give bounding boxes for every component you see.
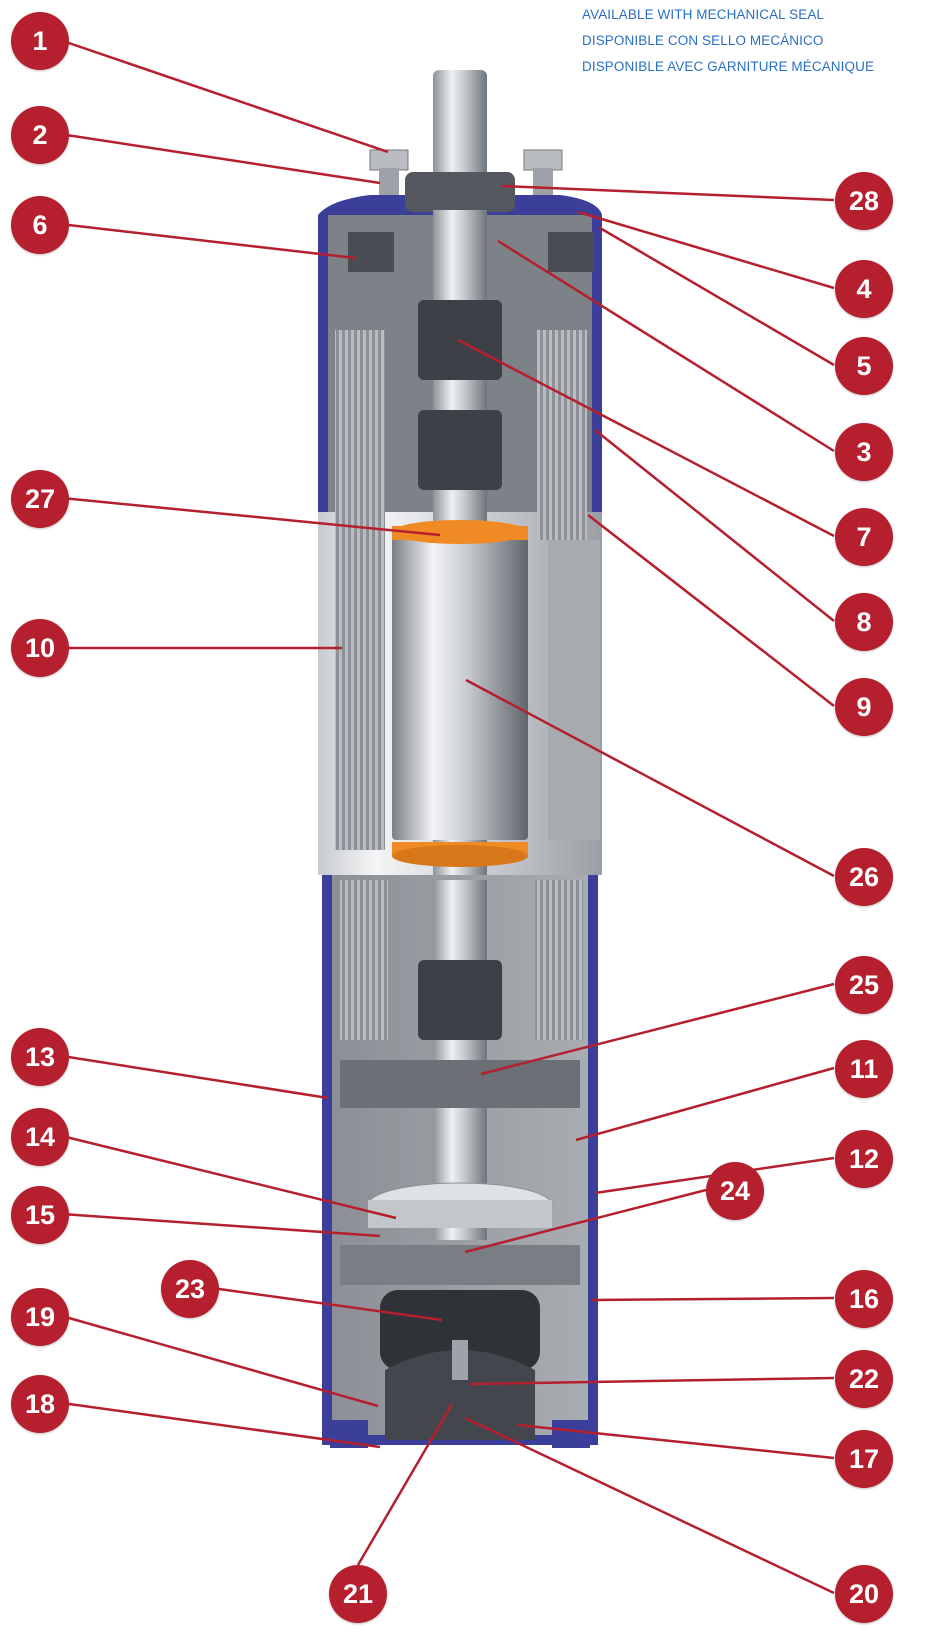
leader-line-4 xyxy=(577,210,835,290)
leader-line-11 xyxy=(575,1066,835,1142)
bolt-left-head xyxy=(369,149,409,171)
callout-badge-8: 8 xyxy=(835,593,893,651)
leader-line-1 xyxy=(59,38,389,154)
callout-badge-11: 11 xyxy=(835,1040,893,1098)
winding-right-upper xyxy=(537,330,587,540)
diaphragm-cover xyxy=(385,1350,535,1440)
callout-badge-15: 15 xyxy=(11,1186,69,1244)
upper-o-ring-seat-right xyxy=(548,232,594,272)
callout-badge-27: 27 xyxy=(11,470,69,528)
leader-lines xyxy=(59,38,835,1595)
thrust-disc-edge xyxy=(368,1200,552,1228)
callout-badge-24: 24 xyxy=(706,1162,764,1220)
leader-line-18 xyxy=(61,1401,381,1449)
note-line-english: AVAILABLE WITH MECHANICAL SEAL xyxy=(582,7,825,22)
leader-line-26 xyxy=(465,678,835,878)
callout-badge-2: 2 xyxy=(11,106,69,164)
leader-line-28 xyxy=(501,184,835,202)
callout-badge-7: 7 xyxy=(835,508,893,566)
leader-line-21 xyxy=(356,1403,454,1566)
bearing-carrier xyxy=(340,1060,580,1108)
callout-badge-13: 13 xyxy=(11,1028,69,1086)
leader-line-15 xyxy=(61,1212,381,1238)
note-line-spanish: DISPONIBLE CON SELLO MECÁNICO xyxy=(582,33,824,48)
leader-line-6 xyxy=(59,222,356,260)
callout-badge-21: 21 xyxy=(329,1565,387,1623)
leader-line-13 xyxy=(61,1054,329,1100)
leader-line-3 xyxy=(497,239,835,453)
callout-badge-10: 10 xyxy=(11,619,69,677)
leader-line-16 xyxy=(591,1296,835,1302)
callout-badge-22: 22 xyxy=(835,1350,893,1408)
bolt-right-head xyxy=(523,149,563,171)
leader-line-23 xyxy=(211,1286,443,1322)
upper-bushing xyxy=(418,410,502,490)
leader-line-8 xyxy=(594,429,835,622)
callout-badge-5: 5 xyxy=(835,337,893,395)
callout-badge-17: 17 xyxy=(835,1430,893,1488)
callout-badge-16: 16 xyxy=(835,1270,893,1328)
callout-badge-20: 20 xyxy=(835,1565,893,1623)
callout-badge-18: 18 xyxy=(11,1375,69,1433)
callout-badge-25: 25 xyxy=(835,956,893,1014)
leader-line-9 xyxy=(587,514,835,707)
rotor-ring-top-band xyxy=(392,526,528,540)
rotor-ring-bottom xyxy=(392,845,528,867)
winding-left xyxy=(335,330,385,850)
callout-badge-19: 19 xyxy=(11,1288,69,1346)
leader-line-25 xyxy=(480,982,835,1076)
callout-badge-4: 4 xyxy=(835,260,893,318)
leader-line-19 xyxy=(61,1314,379,1408)
callout-badge-3: 3 xyxy=(835,423,893,481)
callout-badge-6: 6 xyxy=(11,196,69,254)
leader-line-14 xyxy=(61,1134,397,1220)
base-foot-right xyxy=(552,1420,590,1448)
bolt-left-shank xyxy=(379,168,399,200)
callout-badge-12: 12 xyxy=(835,1130,893,1188)
thrust-base xyxy=(340,1245,580,1285)
note-line-french: DISPONIBLE AVEC GARNITURE MÉCANIQUE xyxy=(582,59,875,74)
diaphragm xyxy=(380,1290,540,1370)
callout-badge-23: 23 xyxy=(161,1260,219,1318)
callout-badge-26: 26 xyxy=(835,848,893,906)
callout-badge-1: 1 xyxy=(11,12,69,70)
callout-badge-14: 14 xyxy=(11,1108,69,1166)
bolt-right-shank xyxy=(533,168,553,200)
rotor xyxy=(392,530,528,840)
lower-bearing xyxy=(418,960,502,1040)
winding-left-lower xyxy=(340,880,388,1040)
leader-line-20 xyxy=(464,1416,835,1595)
stator-body-right xyxy=(548,540,600,840)
callout-badge-28: 28 xyxy=(835,172,893,230)
leader-line-24 xyxy=(464,1188,707,1254)
leader-line-22 xyxy=(469,1376,835,1386)
leader-line-27 xyxy=(61,496,441,537)
winding-right-lower xyxy=(535,880,583,1040)
leader-line-17 xyxy=(517,1423,835,1460)
top-shaft xyxy=(433,70,487,185)
leader-line-2 xyxy=(59,132,381,185)
leader-line-5 xyxy=(599,226,835,367)
base-pin xyxy=(452,1340,468,1380)
shaft-seal-cap xyxy=(405,172,515,212)
leader-line-7 xyxy=(457,338,835,538)
upper-o-ring-seat xyxy=(348,232,394,272)
callout-badge-9: 9 xyxy=(835,678,893,736)
